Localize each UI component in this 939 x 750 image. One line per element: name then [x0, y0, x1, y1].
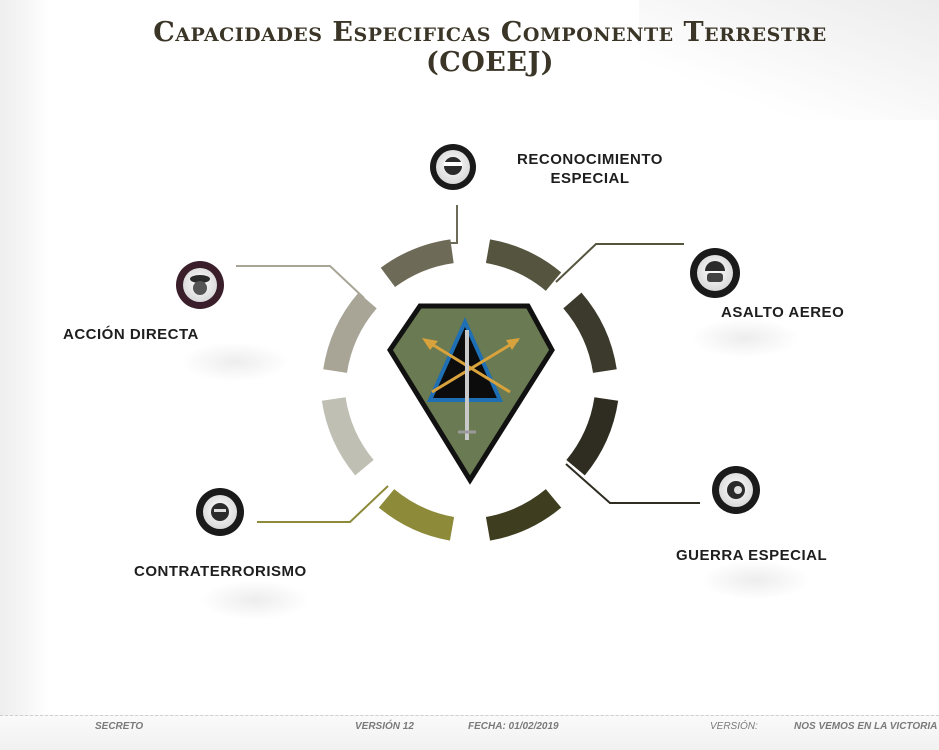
- ring-segment-bottom-right: [485, 488, 562, 541]
- capability-label-contraterrorismo: CONTRATERRORISMO: [134, 563, 307, 580]
- label-glow: [700, 560, 810, 600]
- footer-date: FECHA: 01/02/2019: [468, 721, 559, 732]
- title-line-1: Capacidades Especificas Componente Terre…: [153, 17, 827, 48]
- capability-label-line: ESPECIAL: [550, 170, 630, 187]
- footer-version-label: VERSIÓN:: [710, 721, 758, 732]
- capability-label-line: RECONOCIMIENTO: [517, 151, 663, 168]
- footer-version: VERSIÓN 12: [355, 721, 414, 732]
- connector-accion: [236, 265, 365, 299]
- label-glow: [200, 580, 310, 620]
- capability-label-asalto-aereo: ASALTO AEREO: [721, 304, 845, 321]
- capability-label-guerra-especial: GUERRA ESPECIAL: [676, 547, 828, 564]
- capability-label-reconocimiento: RECONOCIMIENTO ESPECIAL: [506, 150, 674, 188]
- corner-background-swoosh: [639, 0, 939, 120]
- segmented-ring: [321, 239, 619, 541]
- title-line-2: (COEEJ): [426, 47, 554, 78]
- recon-soldier-icon: [430, 144, 476, 190]
- connector-lines: [236, 205, 700, 523]
- label-glow: [180, 342, 290, 382]
- ring-segment-bottom-left: [378, 488, 455, 541]
- label-glow: [690, 318, 800, 358]
- connector-contra: [257, 485, 389, 523]
- ring-segment-right-upper: [563, 292, 617, 374]
- ring-segment-top-left: [380, 239, 454, 288]
- ring-segment-top-right: [485, 239, 562, 292]
- connector-asalto: [555, 243, 684, 283]
- helmet-soldier-icon: [690, 248, 740, 298]
- counterterror-soldier-icon: [196, 488, 244, 536]
- left-background-band: [0, 0, 48, 749]
- beret-soldier-icon: [176, 261, 224, 309]
- ring-segment-left-upper: [323, 292, 377, 374]
- special-warfare-soldier-icon: [712, 466, 760, 514]
- central-emblem: [387, 303, 555, 485]
- connector-recon: [440, 205, 458, 244]
- footer-motto: NOS VEMOS EN LA VICTORIA: [794, 721, 938, 732]
- connector-guerra: [565, 463, 700, 504]
- page-title: Capacidades Especificas Componente Terre…: [60, 18, 920, 78]
- ring-segment-left-lower: [321, 396, 374, 476]
- page-footer: [0, 715, 939, 750]
- capability-label-accion-directa: ACCIÓN DIRECTA: [63, 326, 199, 343]
- ring-segment-right-lower: [566, 396, 619, 476]
- emblem-arrow-right: [431, 338, 519, 394]
- footer-classification: SECRETO: [95, 721, 144, 732]
